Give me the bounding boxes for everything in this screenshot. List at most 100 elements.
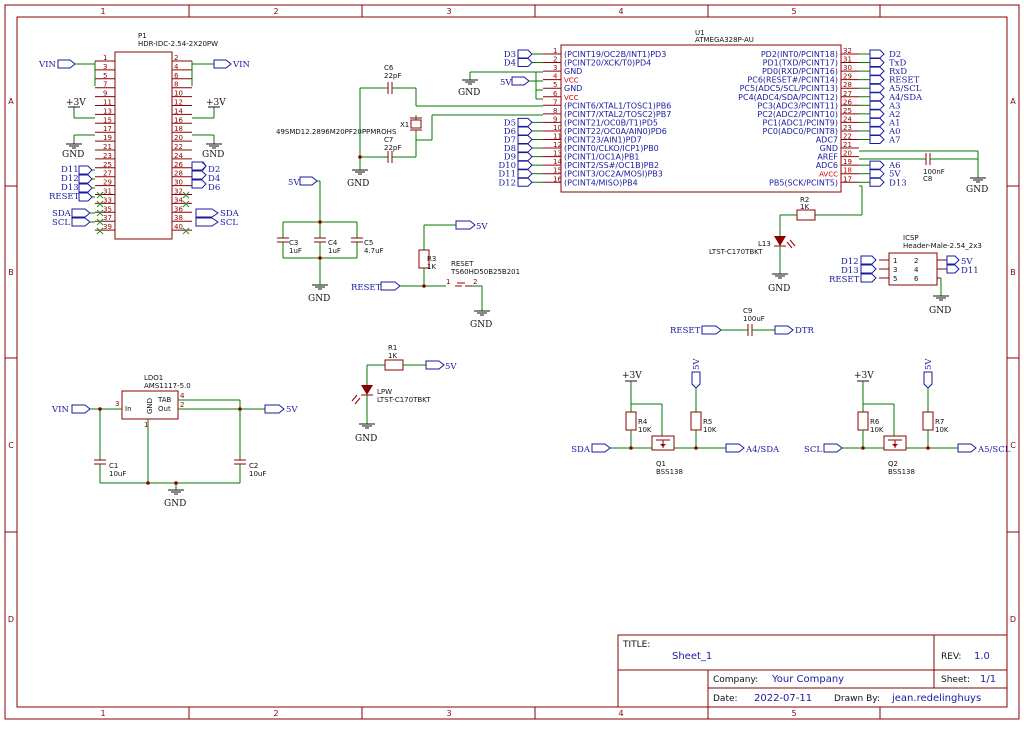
- u1-pin-num: 31: [843, 56, 852, 64]
- port-u1-left: [517, 169, 533, 179]
- port-u1-right: [869, 66, 885, 76]
- port-u1-right: [869, 135, 885, 144]
- ls-r-high-ref: R7: [935, 418, 944, 426]
- u1-pin-name: (PCINT6/XTAL1/TOSC1)PB6: [564, 101, 671, 110]
- ls-r-low-ref: R4: [638, 418, 648, 426]
- crystal-circuit: C6 22pF X1 49SMD12.2896M20PF20PPMROHS C7…: [276, 64, 543, 189]
- u1-pin-num: 16: [553, 175, 562, 183]
- net-ls-low: SDA: [571, 445, 591, 455]
- u1-pin-name: (PCINT0/CLKO/ICP1)PB0: [564, 144, 659, 153]
- p1-pin-num: 22: [174, 143, 183, 151]
- gnd-ldo: GND: [164, 499, 186, 509]
- port-p1-d2: [191, 161, 207, 171]
- date-value: 2022-07-11: [754, 693, 812, 704]
- port-reset-5v: [455, 220, 476, 230]
- port-ls-5v: [923, 371, 933, 389]
- ls-r-high-ref: R5: [703, 418, 712, 426]
- ls-r-high-value: 10K: [935, 426, 949, 434]
- p1-pin-num: 24: [174, 152, 183, 160]
- net-u1-right: A4/SDA: [888, 93, 923, 103]
- u1-pin-name: PB5(SCK/PCINT5): [769, 178, 838, 187]
- ls-r-low-value: 10K: [638, 426, 652, 434]
- net-ldo-5v: 5V: [286, 405, 298, 415]
- port-vin-left: [57, 59, 76, 69]
- u1-pin-name: (PCINT22/OC0A/AIN0)PD6: [564, 127, 667, 136]
- net-u1-left: D4: [504, 59, 516, 69]
- port-u1-right: [869, 100, 885, 110]
- p1-pin-num: 9: [103, 90, 107, 98]
- net-icsp-5v: 5V: [961, 257, 973, 267]
- p1-pin-num: 37: [103, 214, 112, 222]
- port-dec-5v: [299, 176, 318, 186]
- u1-pin-num: 27: [843, 90, 852, 98]
- u1-pin-num: 14: [553, 158, 562, 166]
- c1-ref: C1: [109, 462, 118, 470]
- net-u1-right: A7: [888, 136, 901, 146]
- u1-body: [560, 44, 842, 193]
- col-label-1: 1: [100, 7, 105, 16]
- ldo-pin-gnd: GND: [146, 398, 154, 414]
- net-u1-left: D7: [504, 136, 516, 146]
- net-u1-left: D8: [504, 144, 516, 154]
- p1-pin-num: 16: [174, 116, 183, 124]
- p1-pin-num: 11: [103, 99, 112, 107]
- sheet-value: 1/1: [980, 674, 996, 685]
- net-u1-5v: 5V: [500, 78, 512, 88]
- row-label-d: D: [8, 615, 14, 624]
- company-value: Your Company: [771, 674, 844, 685]
- ldo-pin-out: Out: [158, 405, 171, 413]
- port-p1-d4: [191, 170, 207, 180]
- gnd-icsp: GND: [929, 306, 951, 316]
- u1-pin-name: ADC6: [816, 161, 838, 170]
- port-u1-right: [869, 126, 885, 136]
- port-u1-right: [869, 83, 885, 93]
- p1-pin-num: 27: [103, 170, 112, 178]
- c7-value: 22pF: [384, 144, 401, 152]
- u1-pin-num: 11: [553, 133, 562, 141]
- row-label-c: C: [8, 441, 14, 450]
- port-ls-low: [823, 443, 843, 453]
- u1-pin-name: PC1(ADC1/PCINT9): [763, 118, 838, 127]
- u1-pin-name: PD0(RXD/PCINT16): [762, 67, 838, 76]
- ls-q-ref: Q2: [888, 460, 898, 468]
- p1-pin-num: 1: [103, 54, 107, 62]
- net-reset-5v: 5V: [476, 222, 488, 232]
- sheet-label: Sheet:: [941, 675, 970, 685]
- c3-value: 1uF: [289, 247, 302, 255]
- icsp-pin3: 3: [893, 266, 897, 274]
- ls-pullup-low: [857, 411, 869, 431]
- sw-value: TS60HD50B25B201: [450, 268, 520, 276]
- port-u1-left: [517, 143, 533, 153]
- r1-ref: R1: [388, 344, 397, 352]
- net-p1-d12: D12: [61, 174, 79, 184]
- icsp-pin5: 5: [893, 275, 897, 283]
- led-l13-circuit: R2 1K L13 LTST-C170TBKT GND: [709, 185, 863, 294]
- net-u1-right: TxD: [889, 59, 906, 69]
- u1-pin-num: 26: [843, 98, 852, 106]
- gnd-u1-left: GND: [458, 88, 480, 98]
- u1-pin-name: GND: [820, 144, 838, 153]
- net-u1-left: D3: [504, 50, 516, 60]
- row-label-b-right: B: [1010, 268, 1016, 277]
- ls-pullup-high: [690, 411, 702, 431]
- drawing-frame: 1 2 3 4 5 1 2 3 4 5 A B C D A B C D: [4, 4, 1020, 720]
- port-u1-left: [517, 177, 533, 187]
- u1-pin-name: (PCINT21/OC0B/T1)PD5: [564, 118, 658, 127]
- ldo-pin-tab: TAB: [157, 396, 172, 404]
- u1-pin-num: 9: [553, 115, 557, 123]
- port-vin-right: [213, 59, 232, 69]
- p1-pin-num: 14: [174, 107, 183, 115]
- u1-pin-name: PC5(ADC5/SCL/PCINT13): [740, 84, 838, 93]
- u1-pin-num: 12: [553, 141, 562, 149]
- net-dtr-reset: RESET: [670, 326, 701, 336]
- net-ls-high: A5/SCL: [977, 445, 1011, 455]
- p1-pin-num: 6: [174, 72, 179, 80]
- port-u1-left: [517, 58, 533, 68]
- p1-pin-num: 35: [103, 205, 112, 213]
- row-label-d-right: D: [1010, 615, 1016, 624]
- port-u1-right: [869, 169, 885, 179]
- port-u1-left: [517, 126, 533, 136]
- net-p1-d13: D13: [61, 183, 79, 193]
- u1-value: ATMEGA328P-AU: [695, 36, 754, 44]
